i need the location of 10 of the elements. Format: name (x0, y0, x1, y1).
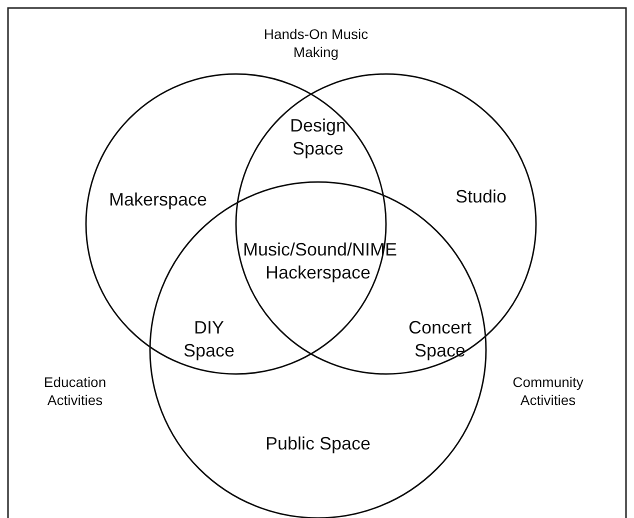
region-label: Makerspace (108, 188, 208, 212)
region-label: DIY Space (182, 316, 236, 363)
category-label: Education Activities (42, 372, 108, 410)
region-label: Design Space (288, 114, 348, 161)
category-label: Community Activities (512, 372, 584, 410)
region-label: Concert Space (407, 316, 473, 363)
region-label: Public Space (264, 432, 372, 456)
category-label: Hands-On Music Making (262, 24, 370, 62)
venn-circle (235, 73, 537, 375)
region-label: Studio (454, 185, 508, 208)
